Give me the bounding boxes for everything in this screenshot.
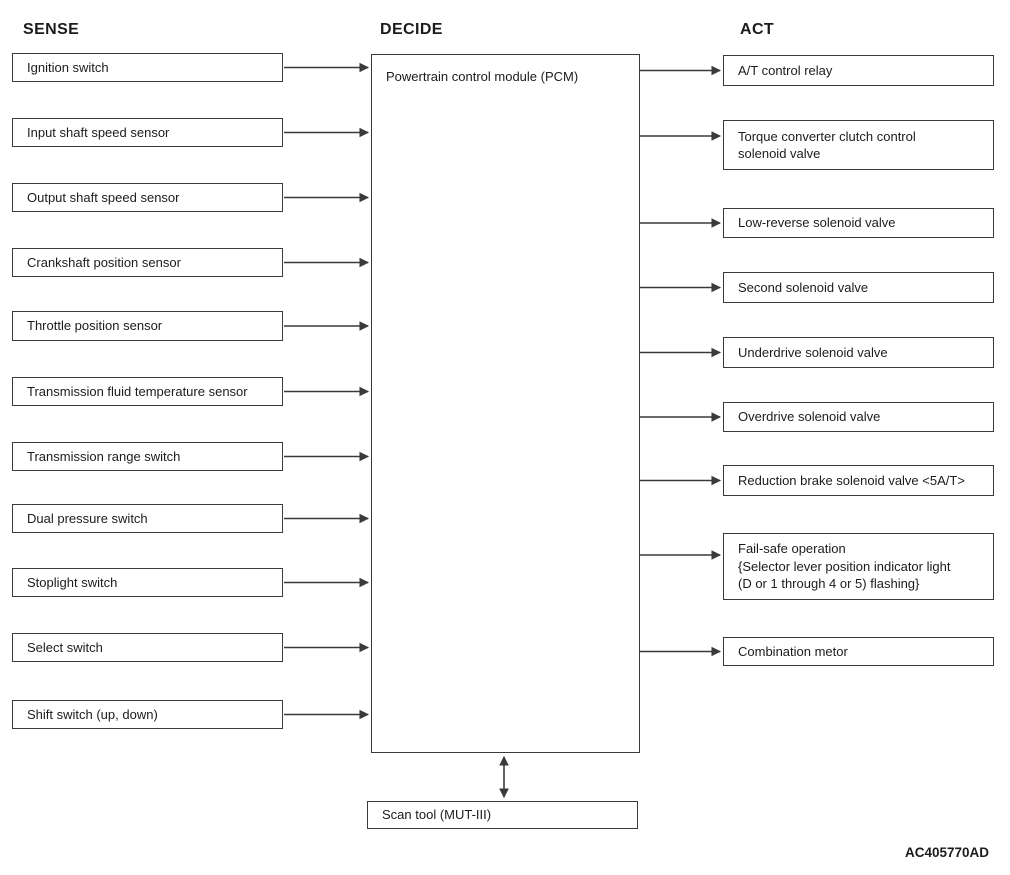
sense-box-trans-fluid-temp-sensor: Transmission fluid temperature sensor (12, 377, 283, 406)
act-box-second-solenoid: Second solenoid valve (723, 272, 994, 303)
sense-box-input-shaft-speed-sensor: Input shaft speed sensor (12, 118, 283, 147)
figure-code: AC405770AD (905, 845, 990, 860)
heading-sense: SENSE (23, 21, 80, 38)
act-box-torque-converter-clutch: Torque converter clutch control solenoid… (723, 120, 994, 170)
act-box-at-control-relay: A/T control relay (723, 55, 994, 86)
heading-act: ACT (740, 21, 775, 38)
heading-decide: DECIDE (380, 21, 443, 38)
pcm-label: Powertrain control module (PCM) (386, 69, 579, 84)
sense-box-throttle-position-sensor: Throttle position sensor (12, 311, 283, 341)
act-box-reduction-brake-solenoid: Reduction brake solenoid valve <5A/T> (723, 465, 994, 496)
act-box-low-reverse-solenoid: Low-reverse solenoid valve (723, 208, 994, 238)
sense-box-select-switch: Select switch (12, 633, 283, 662)
scan-tool-box: Scan tool (MUT-III) (367, 801, 638, 829)
act-box-fail-safe-operation: Fail-safe operation {Selector lever posi… (723, 533, 994, 600)
sense-box-shift-switch: Shift switch (up, down) (12, 700, 283, 729)
sense-box-transmission-range-switch: Transmission range switch (12, 442, 283, 471)
act-box-overdrive-solenoid: Overdrive solenoid valve (723, 402, 994, 432)
sense-box-dual-pressure-switch: Dual pressure switch (12, 504, 283, 533)
sense-box-ignition-switch: Ignition switch (12, 53, 283, 82)
sense-box-output-shaft-speed-sensor: Output shaft speed sensor (12, 183, 283, 212)
act-box-underdrive-solenoid: Underdrive solenoid valve (723, 337, 994, 368)
pcm-box: Powertrain control module (PCM) (371, 54, 640, 753)
sense-box-stoplight-switch: Stoplight switch (12, 568, 283, 597)
sense-box-crankshaft-position-sensor: Crankshaft position sensor (12, 248, 283, 277)
act-box-combination-meter: Combination metor (723, 637, 994, 666)
